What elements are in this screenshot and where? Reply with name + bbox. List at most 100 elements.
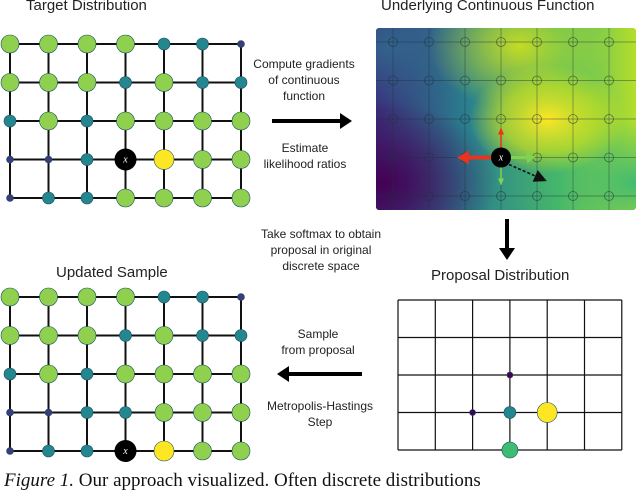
caption-text: Our approach visualized. Often discrete … — [74, 470, 481, 491]
node-navy — [6, 194, 14, 202]
proposal-node-yellow — [536, 402, 558, 423]
node-light-green — [39, 34, 58, 54]
heatmap-node-marker — [460, 114, 470, 124]
node-light-green — [116, 287, 135, 307]
heatmap-node-marker — [388, 114, 398, 124]
heatmap-node-marker — [532, 114, 542, 124]
softmax-note: Take softmax to obtain proposal in origi… — [246, 226, 396, 274]
current-sample-label: x — [122, 446, 128, 457]
heatmap-node-marker — [424, 75, 434, 86]
node-light-green — [39, 73, 58, 92]
softmax-line-2: proposal in original — [270, 243, 372, 257]
heatmap-node-marker — [424, 191, 434, 201]
gradient-direction-dotted-arrow — [508, 163, 547, 182]
heatmap-node-marker — [496, 37, 506, 47]
heatmap-node-marker — [388, 37, 398, 47]
node-teal — [80, 406, 94, 419]
node-light-green — [231, 150, 251, 169]
node-teal — [80, 444, 94, 458]
heatmap-grid: x — [376, 28, 636, 210]
heatmap-node-marker — [532, 37, 542, 47]
node-navy — [237, 40, 245, 48]
node-teal — [196, 329, 209, 342]
node-teal — [42, 191, 55, 205]
node-teal — [80, 367, 94, 381]
node-light-green — [231, 441, 251, 461]
node-light-green — [0, 287, 20, 307]
caption-figure-label: Figure 1. — [4, 470, 75, 491]
node-light-green — [154, 73, 174, 92]
node-light-green — [0, 34, 20, 54]
heatmap-node-marker — [424, 37, 434, 47]
node-teal — [196, 37, 209, 51]
softmax-line-3: discrete space — [282, 259, 360, 273]
node-light-green — [193, 150, 212, 169]
heatmap-node-marker — [568, 191, 578, 201]
gradient-arrowhead-right — [527, 151, 535, 164]
updated-grid: x — [0, 287, 251, 462]
node-light-green — [154, 188, 174, 208]
node-light-green — [116, 111, 135, 131]
node-teal — [234, 76, 248, 89]
heatmap-node-marker — [460, 37, 470, 47]
compute-gradients-note: Compute gradients of continuous function — [246, 56, 362, 104]
heatmap-node-marker — [568, 152, 578, 163]
current-sample-marker — [114, 148, 137, 171]
metropolis-hastings-note: Metropolis-Hastings Step — [254, 398, 386, 430]
node-navy — [44, 408, 53, 417]
node-teal — [3, 367, 17, 381]
node-teal — [196, 290, 209, 304]
heatmap-node-marker — [460, 191, 470, 201]
node-light-green — [39, 364, 58, 384]
heatmap-node-marker — [604, 152, 614, 163]
heatmap-node-marker — [568, 37, 578, 47]
heatmap-node-marker — [532, 75, 542, 86]
sample-line-2: from proposal — [281, 343, 355, 357]
heatmap-node-marker — [568, 114, 578, 124]
heatmap-node-marker — [388, 152, 398, 163]
likelihood-ratios-note: Estimate likelihood ratios — [250, 140, 360, 172]
node-light-green — [193, 111, 212, 131]
node-light-green — [154, 364, 174, 384]
node-light-green — [77, 73, 97, 92]
node-light-green — [39, 287, 58, 307]
heatmap-node-marker — [388, 191, 398, 201]
heatmap-node-marker — [604, 37, 614, 47]
gradient-arrowhead-up — [498, 127, 504, 135]
node-light-green — [116, 364, 135, 384]
node-navy — [237, 293, 245, 301]
current-sample-marker — [114, 440, 137, 462]
node-light-green — [231, 188, 251, 208]
node-teal — [119, 76, 132, 89]
arrow-to-updated-head — [277, 366, 289, 382]
node-light-green — [193, 364, 212, 384]
node-light-green — [39, 326, 58, 345]
sample-from-proposal-note: Sample from proposal — [268, 326, 368, 358]
node-yellow — [153, 149, 175, 170]
current-sample-label: x — [122, 155, 128, 166]
node-teal — [119, 406, 132, 419]
heatmap-node-marker — [424, 114, 434, 124]
proposal-node-purple — [469, 409, 476, 416]
softmax-line-1: Take softmax to obtain — [260, 227, 382, 241]
heatmap-node-marker — [604, 114, 614, 124]
target-distribution-title: Target Distribution — [26, 0, 147, 14]
compute-gradients-line-1: Compute gradients — [253, 57, 355, 71]
node-light-green — [116, 34, 135, 54]
heatmap-node-marker — [532, 191, 542, 201]
node-light-green — [154, 403, 174, 422]
node-teal — [80, 153, 94, 166]
node-teal — [196, 76, 209, 89]
node-teal — [80, 191, 94, 205]
heatmap-node-marker — [496, 114, 506, 124]
likelihood-line-2: likelihood ratios — [263, 157, 347, 171]
node-light-green — [77, 34, 97, 54]
compute-gradients-line-2: of continuous — [268, 73, 340, 87]
node-light-green — [0, 326, 20, 345]
node-light-green — [231, 111, 251, 131]
node-teal — [80, 114, 94, 128]
node-teal — [157, 290, 171, 304]
node-light-green — [231, 403, 251, 422]
node-teal — [3, 114, 17, 128]
